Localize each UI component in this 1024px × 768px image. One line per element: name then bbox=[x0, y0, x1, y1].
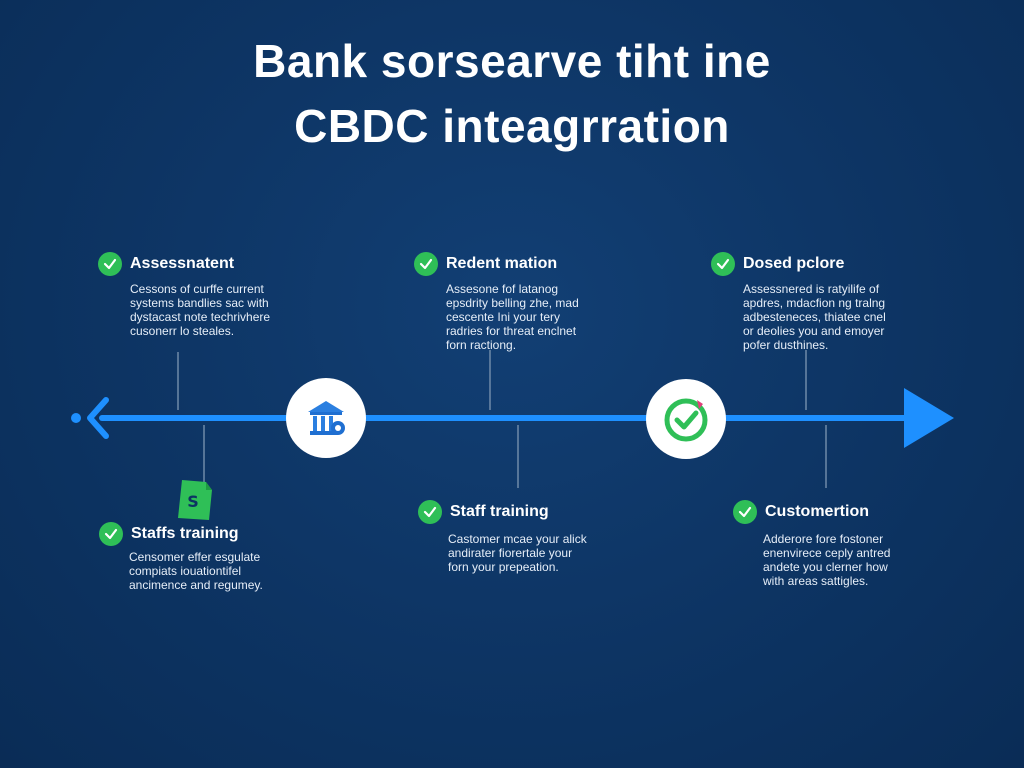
timeline-right-arrowhead bbox=[904, 388, 954, 448]
milestone-title: Assessnatent bbox=[130, 255, 235, 272]
check-circle-icon bbox=[414, 252, 438, 276]
check-circle-icon bbox=[711, 252, 735, 276]
bank-node bbox=[286, 378, 366, 458]
milestone-description: Assesone fof latanog epsdrity belling zh… bbox=[446, 282, 579, 352]
milestone-description: Assessnered is ratyilife of apdres, mdac… bbox=[743, 282, 886, 352]
milestone-description: Cessons of curffe current systems bandli… bbox=[130, 282, 271, 338]
timeline-start-dot bbox=[71, 413, 81, 423]
milestone-description: Censomer effer esgulate compiats iouatio… bbox=[129, 550, 263, 592]
check-badge-node bbox=[646, 379, 726, 459]
page-title-line-1: Bank sorsearve tiht ine bbox=[253, 35, 771, 87]
page-title-line-2: CBDC inteagrration bbox=[294, 100, 730, 152]
svg-text:S: S bbox=[187, 492, 199, 511]
milestone-description: Adderore fore fostoner enenvirece ceply … bbox=[763, 532, 891, 588]
timeline-left-arrowhead bbox=[87, 397, 109, 439]
check-circle-icon bbox=[418, 500, 442, 524]
milestone-title: Staff training bbox=[450, 503, 549, 520]
milestone-top-center: Redent mation Assesone fof latanog epsdr… bbox=[414, 252, 704, 352]
milestone-title: Dosed pclore bbox=[743, 255, 845, 272]
milestone-title: Customertion bbox=[765, 503, 869, 520]
milestone-title: Redent mation bbox=[446, 255, 558, 272]
check-circle-icon bbox=[733, 500, 757, 524]
milestone-description: Castomer mcae your alick andirater fiore… bbox=[448, 532, 587, 574]
dollar-document-icon: S bbox=[176, 478, 214, 527]
check-circle-icon bbox=[98, 252, 122, 276]
milestone-top-right: Dosed pclore Assessnered is ratyilife of… bbox=[711, 252, 1001, 352]
milestone-top-left: Assessnatent Cessons of curffe current s… bbox=[98, 252, 388, 338]
check-badge-icon bbox=[664, 398, 708, 442]
bank-icon bbox=[308, 401, 345, 435]
check-circle-icon bbox=[99, 522, 123, 546]
milestone-title: Staffs training bbox=[131, 525, 239, 542]
milestone-bottom-center: Staff training Castomer mcae your alick … bbox=[418, 500, 708, 574]
milestone-bottom-left: Staffs training Censomer effer esgulate … bbox=[99, 522, 389, 592]
milestone-bottom-right: Customertion Adderore fore fostoner enen… bbox=[733, 500, 1023, 588]
